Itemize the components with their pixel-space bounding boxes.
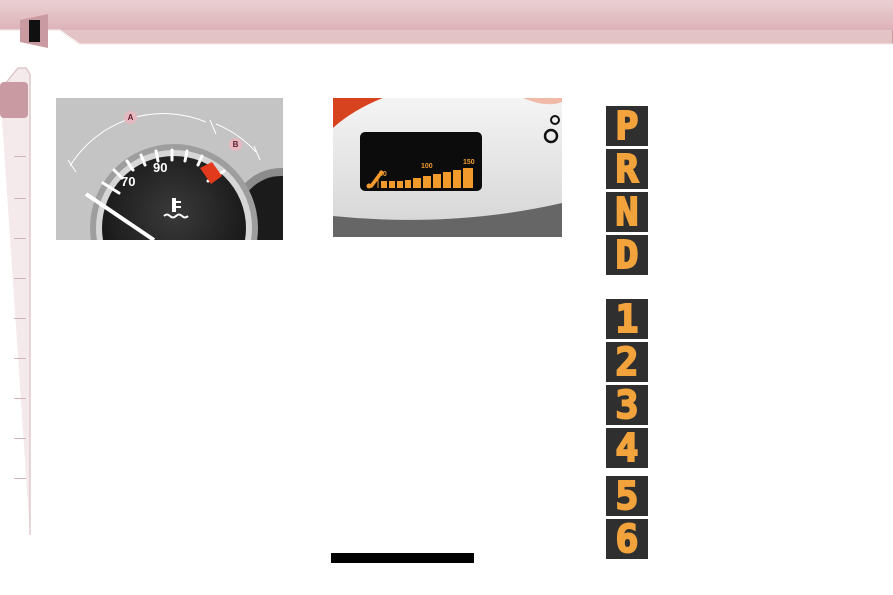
gear-glyph: D	[615, 233, 640, 277]
callout-b: B	[229, 138, 242, 151]
oil-scale-100: 100	[421, 163, 433, 170]
side-index-divider	[14, 156, 26, 157]
gear-glyph: 4	[615, 426, 640, 470]
side-index-divider	[14, 278, 26, 279]
gear-glyph: 3	[615, 383, 640, 427]
oil-can-icon	[366, 168, 384, 188]
gear-glyph: P	[615, 104, 640, 148]
side-index-divider	[14, 398, 26, 399]
gear-indicator-d: D	[606, 235, 648, 275]
gear-indicator-r: R	[606, 149, 648, 189]
active-index-tab	[0, 82, 28, 118]
gear-glyph: 5	[615, 474, 640, 518]
footer-bar	[331, 553, 474, 563]
side-index-frame	[0, 67, 31, 535]
header-banner	[0, 0, 893, 45]
gear-indicator-n: N	[606, 192, 648, 232]
gear-glyph: N	[615, 190, 640, 234]
oil-scale-50: 50	[379, 171, 387, 178]
side-index-divider	[14, 358, 26, 359]
gear-glyph: R	[615, 147, 640, 191]
coolant-temperature-gauge: 70 90 A B	[56, 98, 283, 240]
gear-glyph: 1	[615, 297, 640, 341]
side-index	[0, 60, 32, 535]
gear-indicator-3: 3	[606, 385, 648, 425]
gear-indicator-1: 1	[606, 299, 648, 339]
side-index-divider	[14, 438, 26, 439]
oil-level-display: 50 100 150	[333, 98, 562, 237]
gear-glyph: 6	[615, 517, 640, 561]
gauge-label-70: 70	[121, 174, 136, 189]
coolant-temperature-icon	[164, 198, 184, 218]
side-index-divider	[14, 478, 26, 479]
gear-indicator-5: 5	[606, 476, 648, 516]
gear-indicator-4: 4	[606, 428, 648, 468]
oil-scale-150: 150	[463, 159, 475, 166]
gear-indicator-2: 2	[606, 342, 648, 382]
gear-indicator-p: P	[606, 106, 648, 146]
side-index-divider	[14, 238, 26, 239]
side-index-divider	[14, 318, 26, 319]
gauge-label-90: 90	[153, 160, 168, 175]
gear-glyph: 2	[615, 340, 640, 384]
callout-a: A	[124, 111, 137, 124]
gear-indicator-6: 6	[606, 519, 648, 559]
chapter-tab[interactable]	[20, 14, 48, 48]
side-index-divider	[14, 198, 26, 199]
